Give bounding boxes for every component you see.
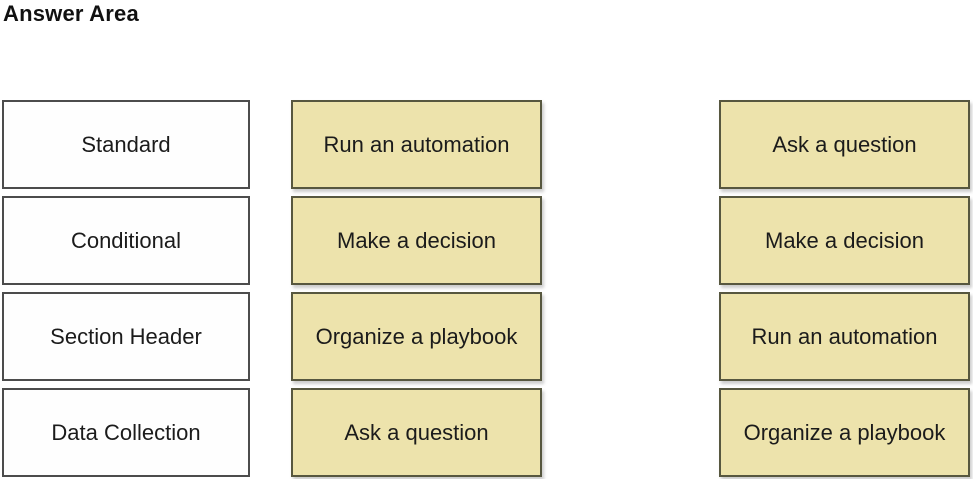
answer-box-4[interactable]: Organize a playbook — [719, 388, 970, 477]
page-title: Answer Area — [3, 1, 139, 26]
options-column: Run an automation Make a decision Organi… — [291, 100, 542, 477]
category-label: Standard — [81, 131, 171, 157]
category-box-2: Conditional — [2, 196, 250, 285]
answer-label: Organize a playbook — [743, 419, 946, 445]
category-column: Standard Conditional Section Header Data… — [2, 100, 250, 477]
answer-box-2[interactable]: Make a decision — [719, 196, 970, 285]
option-box-1[interactable]: Run an automation — [291, 100, 542, 189]
option-box-4[interactable]: Ask a question — [291, 388, 542, 477]
option-box-3[interactable]: Organize a playbook — [291, 292, 542, 381]
category-label: Data Collection — [51, 419, 201, 445]
answers-column: Ask a question Make a decision Run an au… — [719, 100, 970, 477]
category-box-3: Section Header — [2, 292, 250, 381]
option-label: Organize a playbook — [315, 323, 518, 349]
category-box-1: Standard — [2, 100, 250, 189]
category-label: Section Header — [50, 323, 202, 349]
category-box-4: Data Collection — [2, 388, 250, 477]
answer-box-3[interactable]: Run an automation — [719, 292, 970, 381]
answer-box-1[interactable]: Ask a question — [719, 100, 970, 189]
category-label: Conditional — [70, 227, 182, 253]
answer-label: Ask a question — [772, 131, 917, 157]
answer-label: Run an automation — [751, 323, 938, 349]
option-box-2[interactable]: Make a decision — [291, 196, 542, 285]
option-label: Make a decision — [337, 227, 496, 253]
option-label: Ask a question — [344, 419, 489, 445]
option-label: Run an automation — [323, 131, 510, 157]
answer-label: Make a decision — [765, 227, 924, 253]
